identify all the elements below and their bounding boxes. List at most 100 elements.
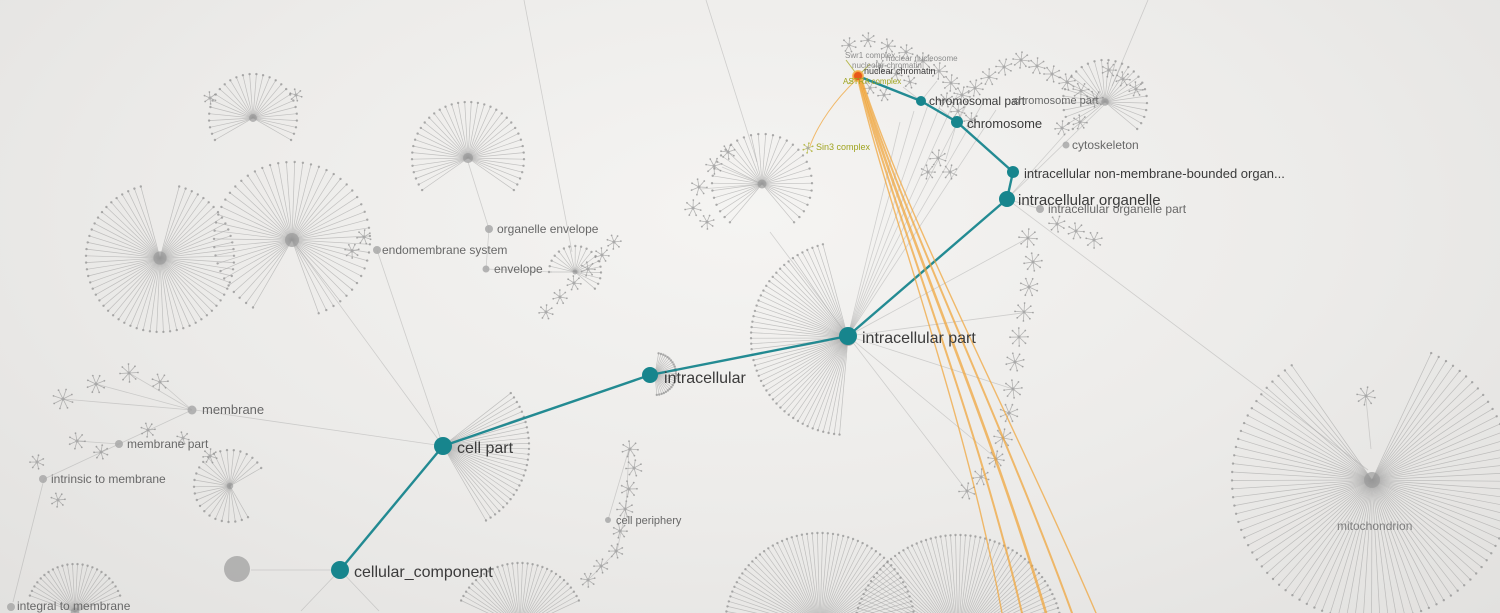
label-chromosome-part[interactable]: chromosome part [1013,95,1099,107]
label-sin3-complex[interactable]: Sin3 complex [816,142,871,152]
node-cell-part[interactable] [434,437,452,455]
label-non-membrane-organelle[interactable]: intracellular non-membrane-bounded organ… [1024,166,1285,181]
asterisk-burst [1003,379,1023,399]
graph-edge [62,398,193,411]
asterisk-burst [1101,62,1117,78]
label-cellular-component[interactable]: cellular_component [354,564,493,581]
term-dot[interactable] [115,440,123,448]
term-dot[interactable] [482,265,490,273]
asterisk-burst [625,459,643,477]
label-intracellular[interactable]: intracellular [664,370,746,387]
term-dot[interactable] [373,246,381,254]
label-intrinsic-to-membrane[interactable]: intrinsic to membrane [51,472,166,486]
asterisk-burst [1067,222,1085,240]
cluster-fan [855,533,1061,613]
label-envelope[interactable]: envelope [494,262,543,276]
graph-edge [847,335,1014,390]
term-dot[interactable] [39,475,47,483]
asterisk-burst [593,558,609,574]
label-endomembrane-system[interactable]: endomembrane system [382,243,507,257]
asterisk-burst [356,229,372,245]
graph-edge [12,478,45,603]
label-chromosome[interactable]: chromosome [967,116,1042,131]
label-cytoskeleton[interactable]: cytoskeleton [1072,138,1139,152]
term-dot[interactable] [1036,205,1044,213]
asterisk-burst [289,88,303,102]
asterisk-burst [1086,90,1104,108]
label-chromosomal-part[interactable]: chromosomal part [929,94,1026,108]
node-selected-term[interactable] [852,70,864,82]
node-intracellular[interactable] [642,367,658,383]
label-cell-part[interactable]: cell part [457,440,514,457]
asterisk-burst [920,164,936,180]
graph-edge [847,335,998,460]
asterisk-burst [877,88,891,102]
asterisk-burst [972,468,990,486]
term-dot[interactable] [485,225,493,233]
asterisk-burst [1058,73,1076,91]
node-non-membrane-organelle[interactable] [1007,166,1019,178]
node-chromosomal-part[interactable] [916,96,926,106]
label-intracellular-part[interactable]: intracellular part [862,330,976,347]
asterisk-burst [119,363,139,383]
label-cell-periphery[interactable]: cell periphery [616,515,682,527]
graph-edge [118,409,193,445]
asterisk-burst [580,261,596,277]
asterisk-burst [1028,57,1046,75]
label-nuclear-chromatin[interactable]: nuclear chromatin [864,66,936,76]
asterisk-burst [1356,386,1376,406]
graph-edge [339,569,380,612]
label-nuclear-nucleosome[interactable]: nuclear nucleosome [886,54,958,63]
cluster-fan [207,72,299,142]
asterisk-burst [1085,231,1103,249]
asterisk-burst [880,38,896,54]
flow-edge [809,79,857,147]
asterisk-burst [1043,65,1061,83]
asterisk-burst [938,92,954,108]
label-intracellular-organelle-part[interactable]: intracellular organelle part [1048,202,1187,216]
cluster-fan [84,185,236,334]
label-membrane-part[interactable]: membrane part [127,437,209,451]
term-dot[interactable] [224,556,250,582]
graph-edge [485,268,553,273]
graph-edge [847,110,915,337]
term-dot[interactable] [1062,141,1070,149]
node-cellular-component[interactable] [331,561,349,579]
graph-edge [1006,198,1369,471]
term-dot[interactable] [605,517,611,523]
label-membrane[interactable]: membrane [202,402,264,417]
asterisk-burst [566,275,582,291]
cluster-fan [1230,351,1500,613]
label-swr1-complex[interactable]: Swr1 complex [845,51,895,60]
graph-edge [847,92,959,337]
node-chromosome[interactable] [951,116,963,128]
graph-edge [945,121,958,160]
label-organelle-envelope[interactable]: organelle envelope [497,222,599,236]
node-intracellular-organelle[interactable] [999,191,1015,207]
asterisk-burst [914,52,932,70]
graph-edge [588,550,618,580]
highlight-edge [920,99,958,124]
asterisk-burst [594,247,610,263]
term-dot[interactable] [187,405,197,415]
label-intracellular-organelle[interactable]: intracellular organelle [1018,192,1161,209]
asterisk-burst [140,422,156,438]
asterisk-burst [1019,277,1039,297]
term-dot[interactable] [7,603,15,611]
highlight-edge [649,334,849,377]
label-nucleolar-chromatin[interactable]: nucleolar chromatin [852,61,922,70]
label-astra-complex[interactable]: ASTRA complex [843,77,901,86]
asterisk-burst [1072,82,1090,100]
label-mitochondrion[interactable]: mitochondrion [1337,519,1412,533]
graph-edge [607,448,630,521]
label-integral-to-membrane[interactable]: integral to membrane [17,599,131,613]
graph-edge [847,237,1029,337]
graph-edge [1006,104,1105,200]
node-intracellular-part[interactable] [839,327,857,345]
graph-edge [616,508,627,552]
graph-edge [300,569,341,612]
asterisk-burst [889,67,903,81]
graph-edge [847,109,997,337]
